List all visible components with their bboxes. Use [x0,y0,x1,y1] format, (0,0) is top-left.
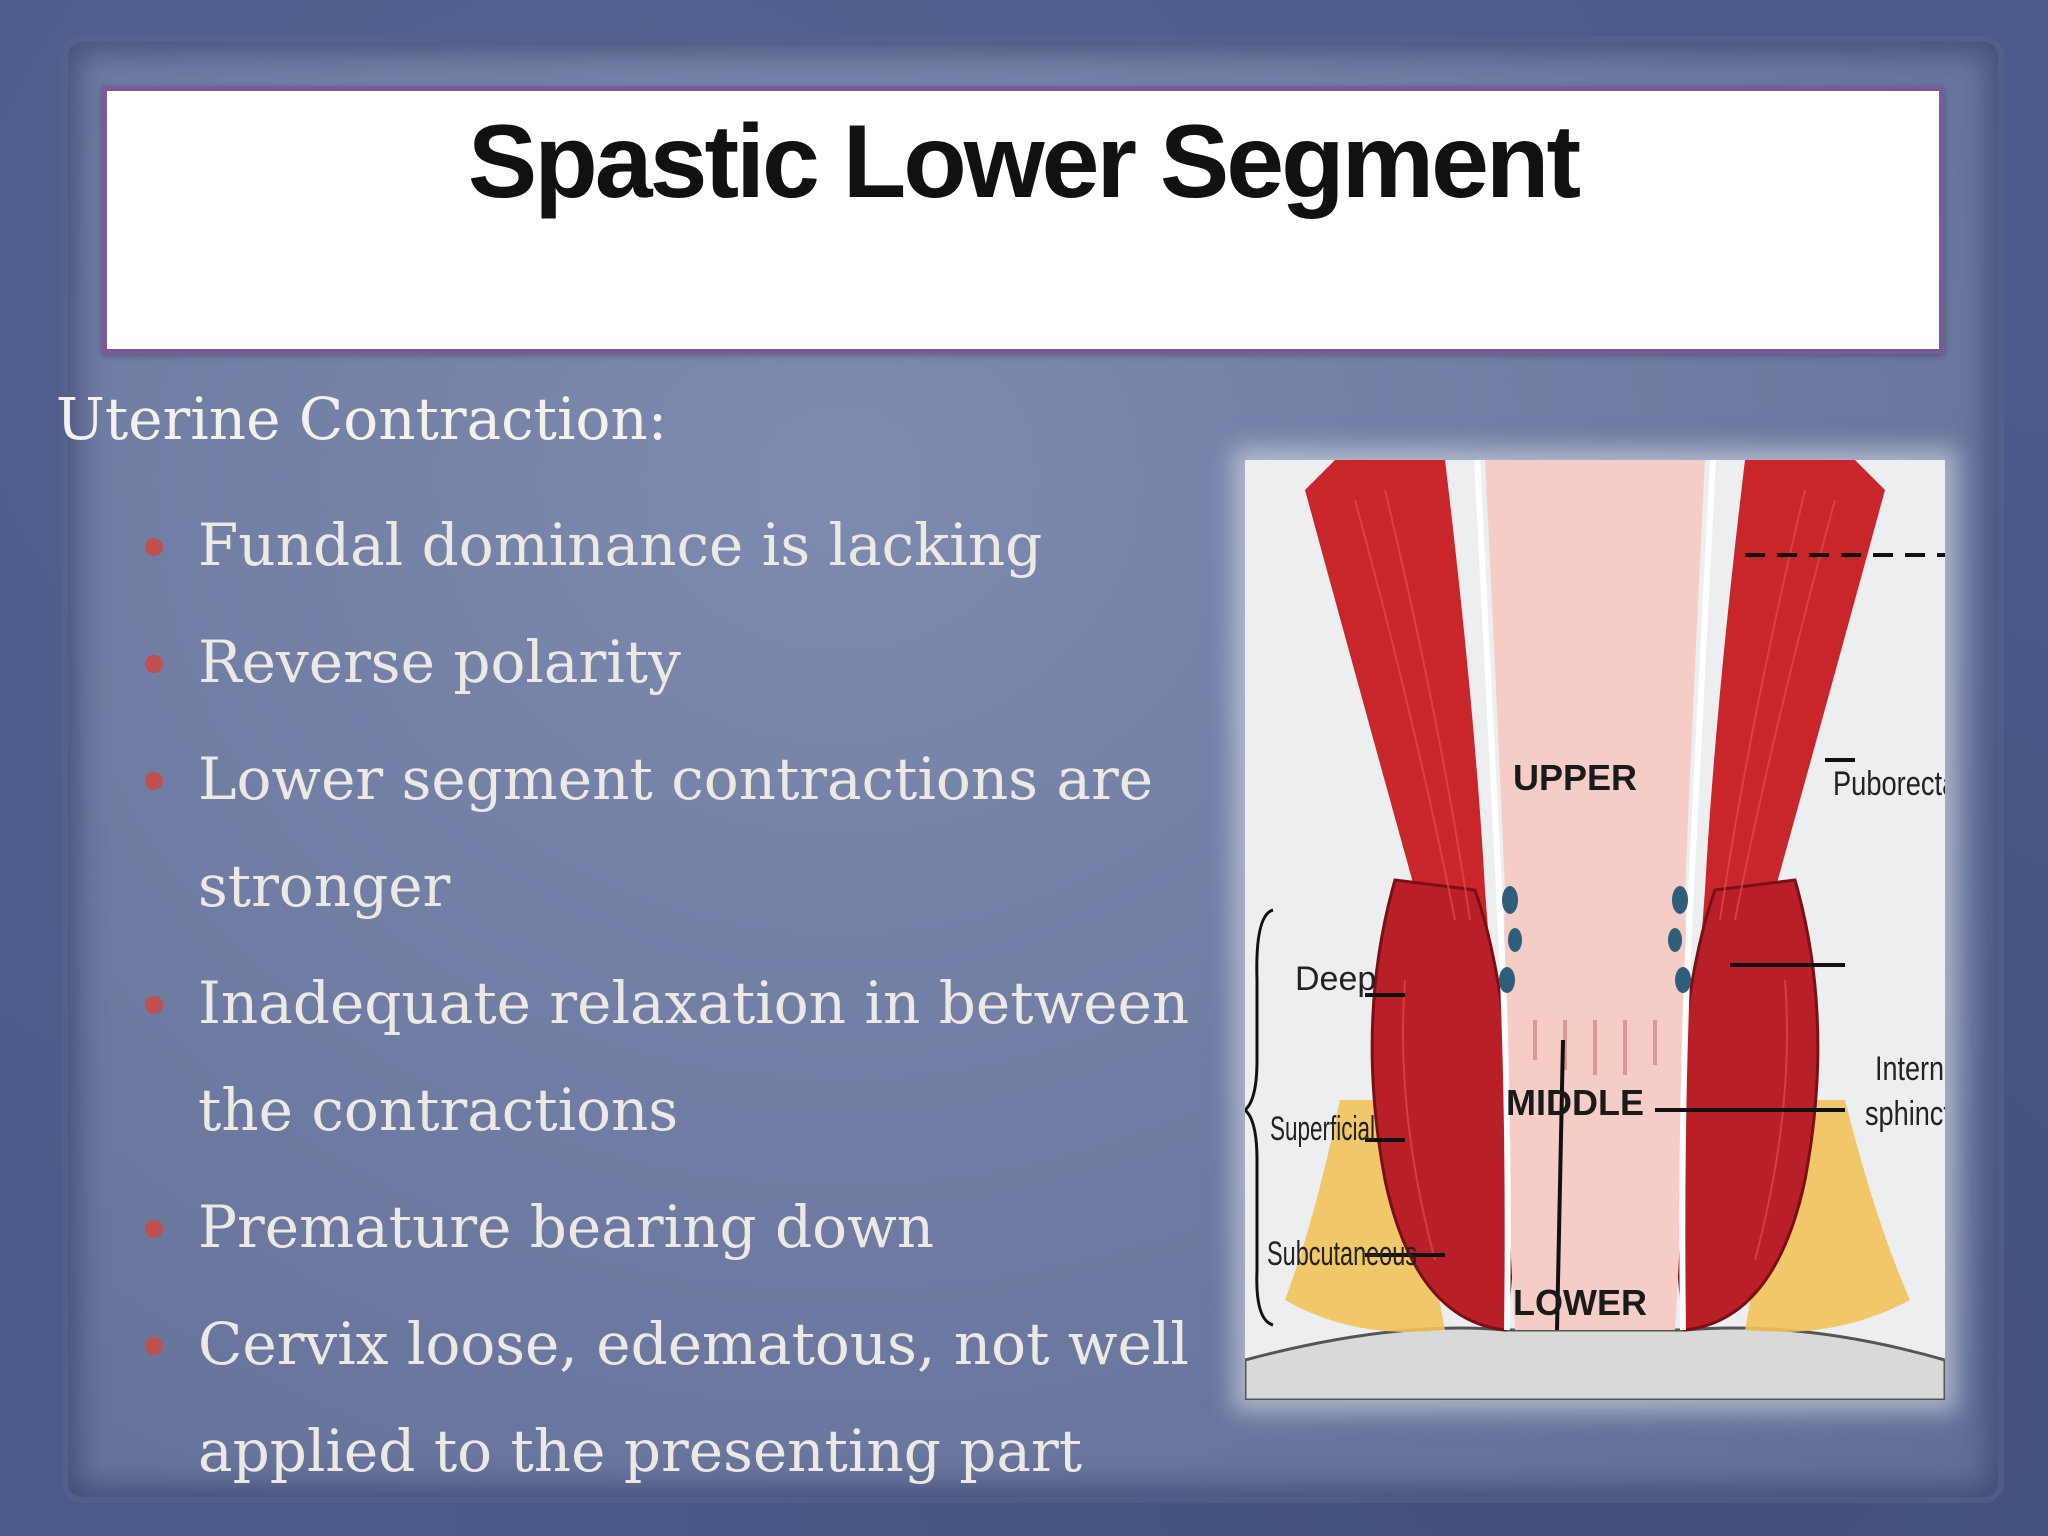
bullet-text: Cervix loose, edematous, not well applie… [198,1310,1189,1485]
bullet-dot-icon [145,538,163,556]
label-internal-line1: Internal [1875,1050,1945,1088]
label-subcutaneous: Subcutaneous [1267,1235,1417,1273]
label-deep: Deep [1295,960,1376,998]
label-upper: UPPER [1513,757,1637,798]
label-internal-line2: sphincter [1865,1095,1945,1133]
bullet-dot-icon [145,655,163,673]
bullet-item: Inadequate relaxation in between the con… [140,950,1200,1164]
bullet-item: Cervix loose, edematous, not well applie… [140,1291,1200,1505]
bullet-dot-icon [145,996,163,1014]
anatomy-figure: UPPER MIDDLE LOWER Deep Superficial Subc… [1245,460,1945,1400]
bullet-item: Lower segment contractions are stronger [140,726,1200,940]
bullet-text: Premature bearing down [198,1193,935,1261]
bullet-text: Reverse polarity [198,628,681,696]
bullet-text: Inadequate relaxation in between the con… [198,969,1190,1144]
label-superficial: Superficial [1270,1110,1375,1148]
anatomy-illustration: UPPER MIDDLE LOWER Deep Superficial Subc… [1245,460,1945,1400]
lead-text: Uterine Contraction: [56,385,668,453]
bullet-text: Lower segment contractions are stronger [198,745,1154,920]
bullet-item: Premature bearing down [140,1174,1200,1281]
bullet-dot-icon [145,1220,163,1238]
slide-title: Spastic Lower Segment [467,104,1581,220]
bullet-dot-icon [145,1337,163,1355]
bullet-text: Fundal dominance is lacking [198,511,1043,579]
label-lower: LOWER [1513,1282,1647,1323]
bullet-item: Reverse polarity [140,609,1200,716]
bullet-list: Fundal dominance is lacking Reverse pola… [140,492,1200,1515]
title-box: Spastic Lower Segment [102,86,1944,354]
bullet-item: Fundal dominance is lacking [140,492,1200,599]
label-middle: MIDDLE [1506,1082,1644,1123]
bullet-dot-icon [145,772,163,790]
label-puborectalis: Puborectalis [1833,765,1945,803]
